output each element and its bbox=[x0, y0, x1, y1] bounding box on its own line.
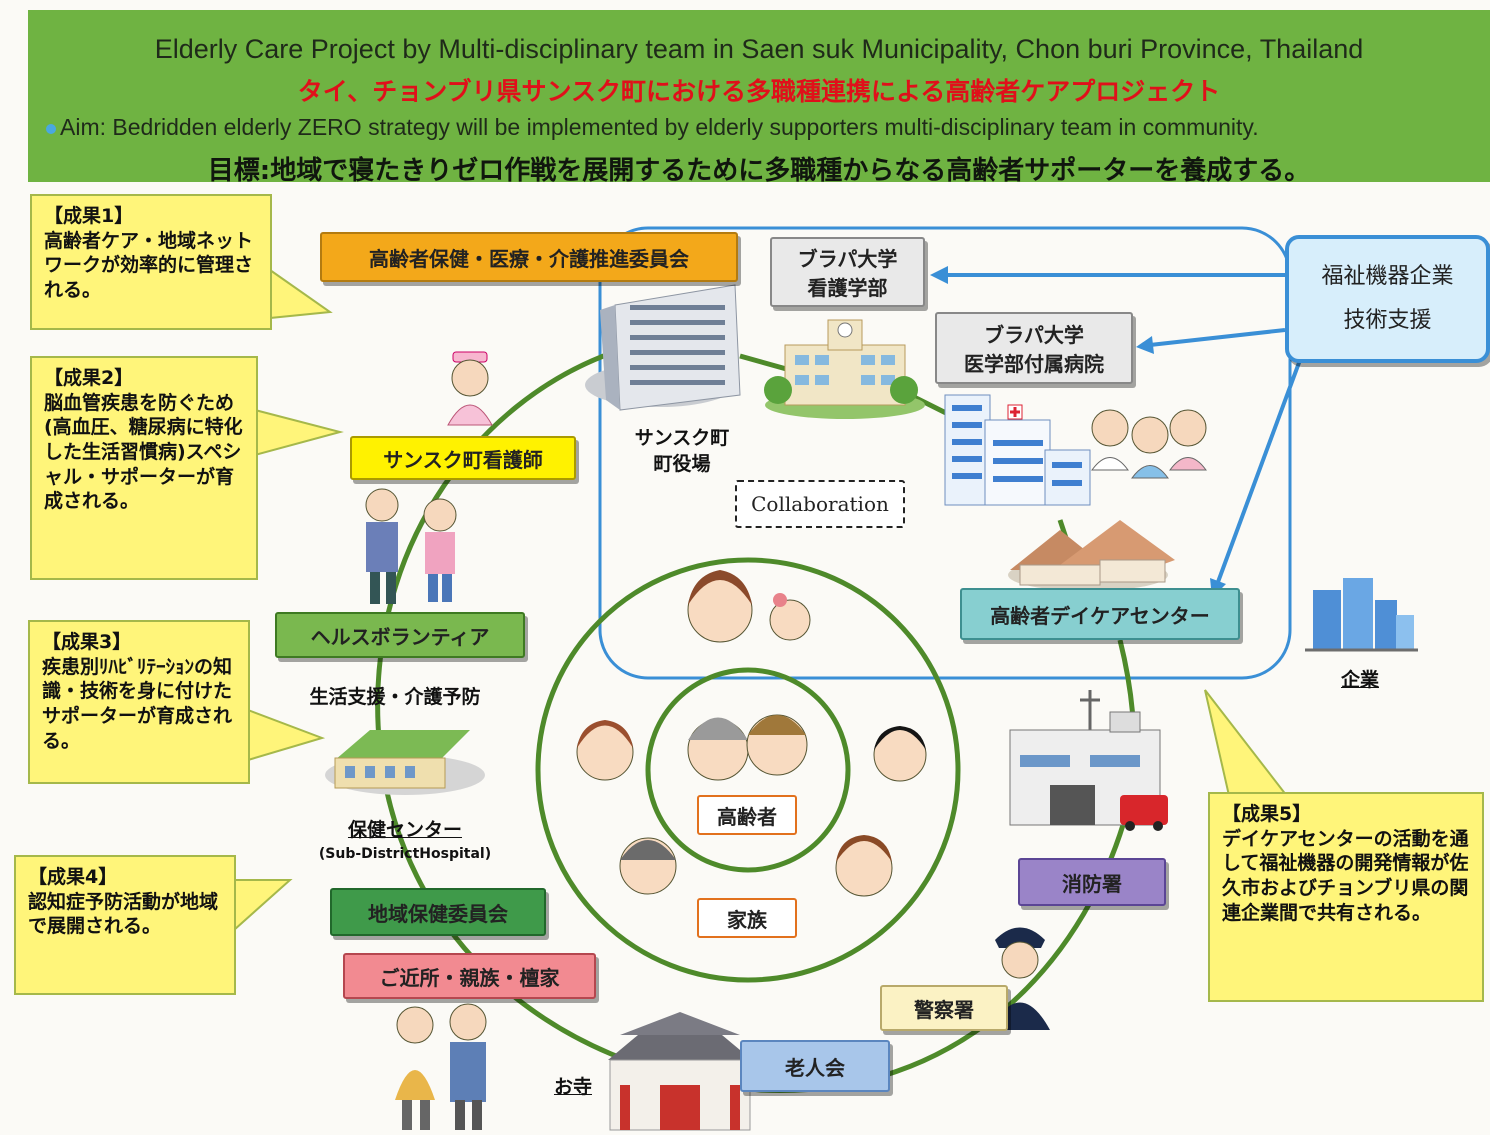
outcome-1-text: 高齢者ケア・地域ネットワークが効率的に管理される。 bbox=[44, 229, 254, 302]
welfare-equipment-company-label: 福祉機器企業 技術支援 bbox=[1285, 235, 1490, 363]
smiling-woman-face-icon bbox=[835, 835, 893, 897]
aim-label: Aim: bbox=[60, 114, 106, 140]
aim-line: Aim: Bedridden elderly ZERO strategy wil… bbox=[46, 114, 1259, 141]
collaboration-frame bbox=[598, 226, 1292, 680]
outcome-4-callout: 【成果4】 認知症予防活動が地域で展開される。 bbox=[14, 855, 236, 995]
title-japanese: タイ、チョンブリ県サンスク町における多職種連携による高齢者ケアプロジェクト bbox=[297, 77, 1221, 106]
woman-face-icon bbox=[576, 720, 634, 781]
medical-staff-icon bbox=[1091, 409, 1207, 479]
outcome-5-text: デイケアセンターの活動を通して福祉機器の開発情報が佐久市およびチョンブリ県の関連… bbox=[1222, 827, 1469, 924]
family-label: 家族 bbox=[697, 898, 797, 938]
aim-text: Bedridden elderly ZERO strategy will be … bbox=[112, 114, 1259, 140]
hospital-building-icon bbox=[944, 394, 1091, 506]
outcome-3-callout: 【成果3】 疾患別ﾘﾊﾋﾞﾘﾃｰｼｮﾝの知識・技術を身に付けたサポーターが育成さ… bbox=[28, 620, 250, 784]
outcome-1-title: 【成果1】 bbox=[44, 205, 134, 227]
outcome-4-text: 認知症予防活動が地域で展開される。 bbox=[28, 890, 219, 938]
elders-club-label: 老人会 bbox=[740, 1040, 890, 1092]
family-circle bbox=[535, 557, 961, 983]
outcome-3-title: 【成果3】 bbox=[42, 631, 132, 653]
fire-station-icon bbox=[1009, 690, 1168, 831]
health-center-english-label: (Sub-DistrictHospital) bbox=[318, 846, 492, 862]
outcome-5-callout: 【成果5】 デイケアセンターの活動を通して福祉機器の開発情報が佐久市およびチョン… bbox=[1208, 792, 1484, 1002]
police-station-label: 警察署 bbox=[880, 985, 1008, 1031]
health-center-building-icon bbox=[325, 730, 485, 795]
company-buildings-icon bbox=[1305, 578, 1418, 652]
outcome-4-title: 【成果4】 bbox=[28, 866, 118, 888]
callout-3-pointer bbox=[247, 708, 326, 762]
callout-4-pointer bbox=[233, 879, 293, 933]
callout-5-pointer bbox=[1204, 689, 1293, 801]
town-office-label: サンスク町 町役場 bbox=[634, 427, 730, 475]
life-support-label: 生活支援・介護予防 bbox=[309, 686, 481, 708]
man-face-icon bbox=[873, 726, 927, 782]
callout-2-pointer bbox=[254, 408, 344, 457]
older-man-face-icon bbox=[619, 837, 677, 895]
outcome-5-title: 【成果5】 bbox=[1222, 803, 1312, 825]
town-nurse-label: サンスク町看護師 bbox=[350, 436, 576, 480]
elderly-label: 高齢者 bbox=[697, 795, 797, 835]
collaboration-label: Collaboration bbox=[735, 480, 905, 528]
arrow-to-hospital bbox=[1149, 328, 1286, 347]
nurse-icon bbox=[447, 351, 493, 426]
volunteers-icon bbox=[365, 488, 457, 604]
daycare-house-icon bbox=[1008, 520, 1175, 591]
company-label: 企業 bbox=[1340, 669, 1379, 691]
arrow-head bbox=[930, 266, 948, 284]
arrow-to-daycare bbox=[1216, 359, 1302, 583]
outcome-3-text: 疾患別ﾘﾊﾋﾞﾘﾃｰｼｮﾝの知識・技術を身に付けたサポーターが育成される。 bbox=[42, 655, 233, 752]
outcome-1-callout: 【成果1】 高齢者ケア・地域ネットワークが効率的に管理される。 bbox=[30, 194, 272, 330]
nursing-faculty-label: ブラパ大学 看護学部 bbox=[770, 237, 925, 307]
temple-label: お寺 bbox=[553, 1076, 592, 1098]
title-english: Elderly Care Project by Multi-disciplina… bbox=[154, 34, 1364, 64]
outcome-2-callout: 【成果2】 脳血管疾患を防ぐため(高血圧、糖尿病に特化した生活習慣病)スペシャル… bbox=[30, 356, 258, 580]
committee-label: 高齢者保健・医療・介護推進委員会 bbox=[320, 232, 738, 282]
daycare-center-label: 高齢者デイケアセンター bbox=[960, 588, 1240, 640]
school-building-icon bbox=[764, 319, 925, 419]
outcome-2-title: 【成果2】 bbox=[44, 367, 134, 389]
fire-station-label: 消防署 bbox=[1018, 858, 1166, 906]
health-center-label: 保健センター bbox=[347, 819, 462, 841]
town-office-building-icon bbox=[585, 284, 741, 411]
neighbors-relatives-label: ご近所・親族・檀家 bbox=[343, 953, 596, 999]
grandpa-face-icon bbox=[746, 714, 808, 776]
temple-icon bbox=[608, 1012, 752, 1131]
health-volunteer-label: ヘルスボランティア bbox=[275, 612, 525, 658]
university-hospital-label: ブラパ大学 医学部付属病院 bbox=[935, 312, 1133, 384]
arrow-head bbox=[1136, 336, 1154, 354]
family-faces bbox=[576, 570, 927, 897]
community-health-committee-label: 地域保健委員会 bbox=[330, 888, 546, 936]
grandma-face-icon bbox=[687, 717, 749, 781]
goal-japanese: 目標:地域で寝たきりゼロ作戦を展開するために多職種からなる高齢者サポーターを養成… bbox=[207, 156, 1311, 186]
elderly-circle bbox=[645, 667, 851, 873]
child-face-icon bbox=[769, 593, 811, 641]
bullet-icon bbox=[46, 123, 56, 134]
header-banner: Elderly Care Project by Multi-disciplina… bbox=[28, 10, 1490, 186]
outcome-2-text: 脳血管疾患を防ぐため(高血圧、糖尿病に特化した生活習慣病)スペシャル・サポーター… bbox=[44, 391, 243, 513]
mother-face-icon bbox=[687, 570, 753, 643]
elderly-couple-icon bbox=[395, 1003, 487, 1130]
